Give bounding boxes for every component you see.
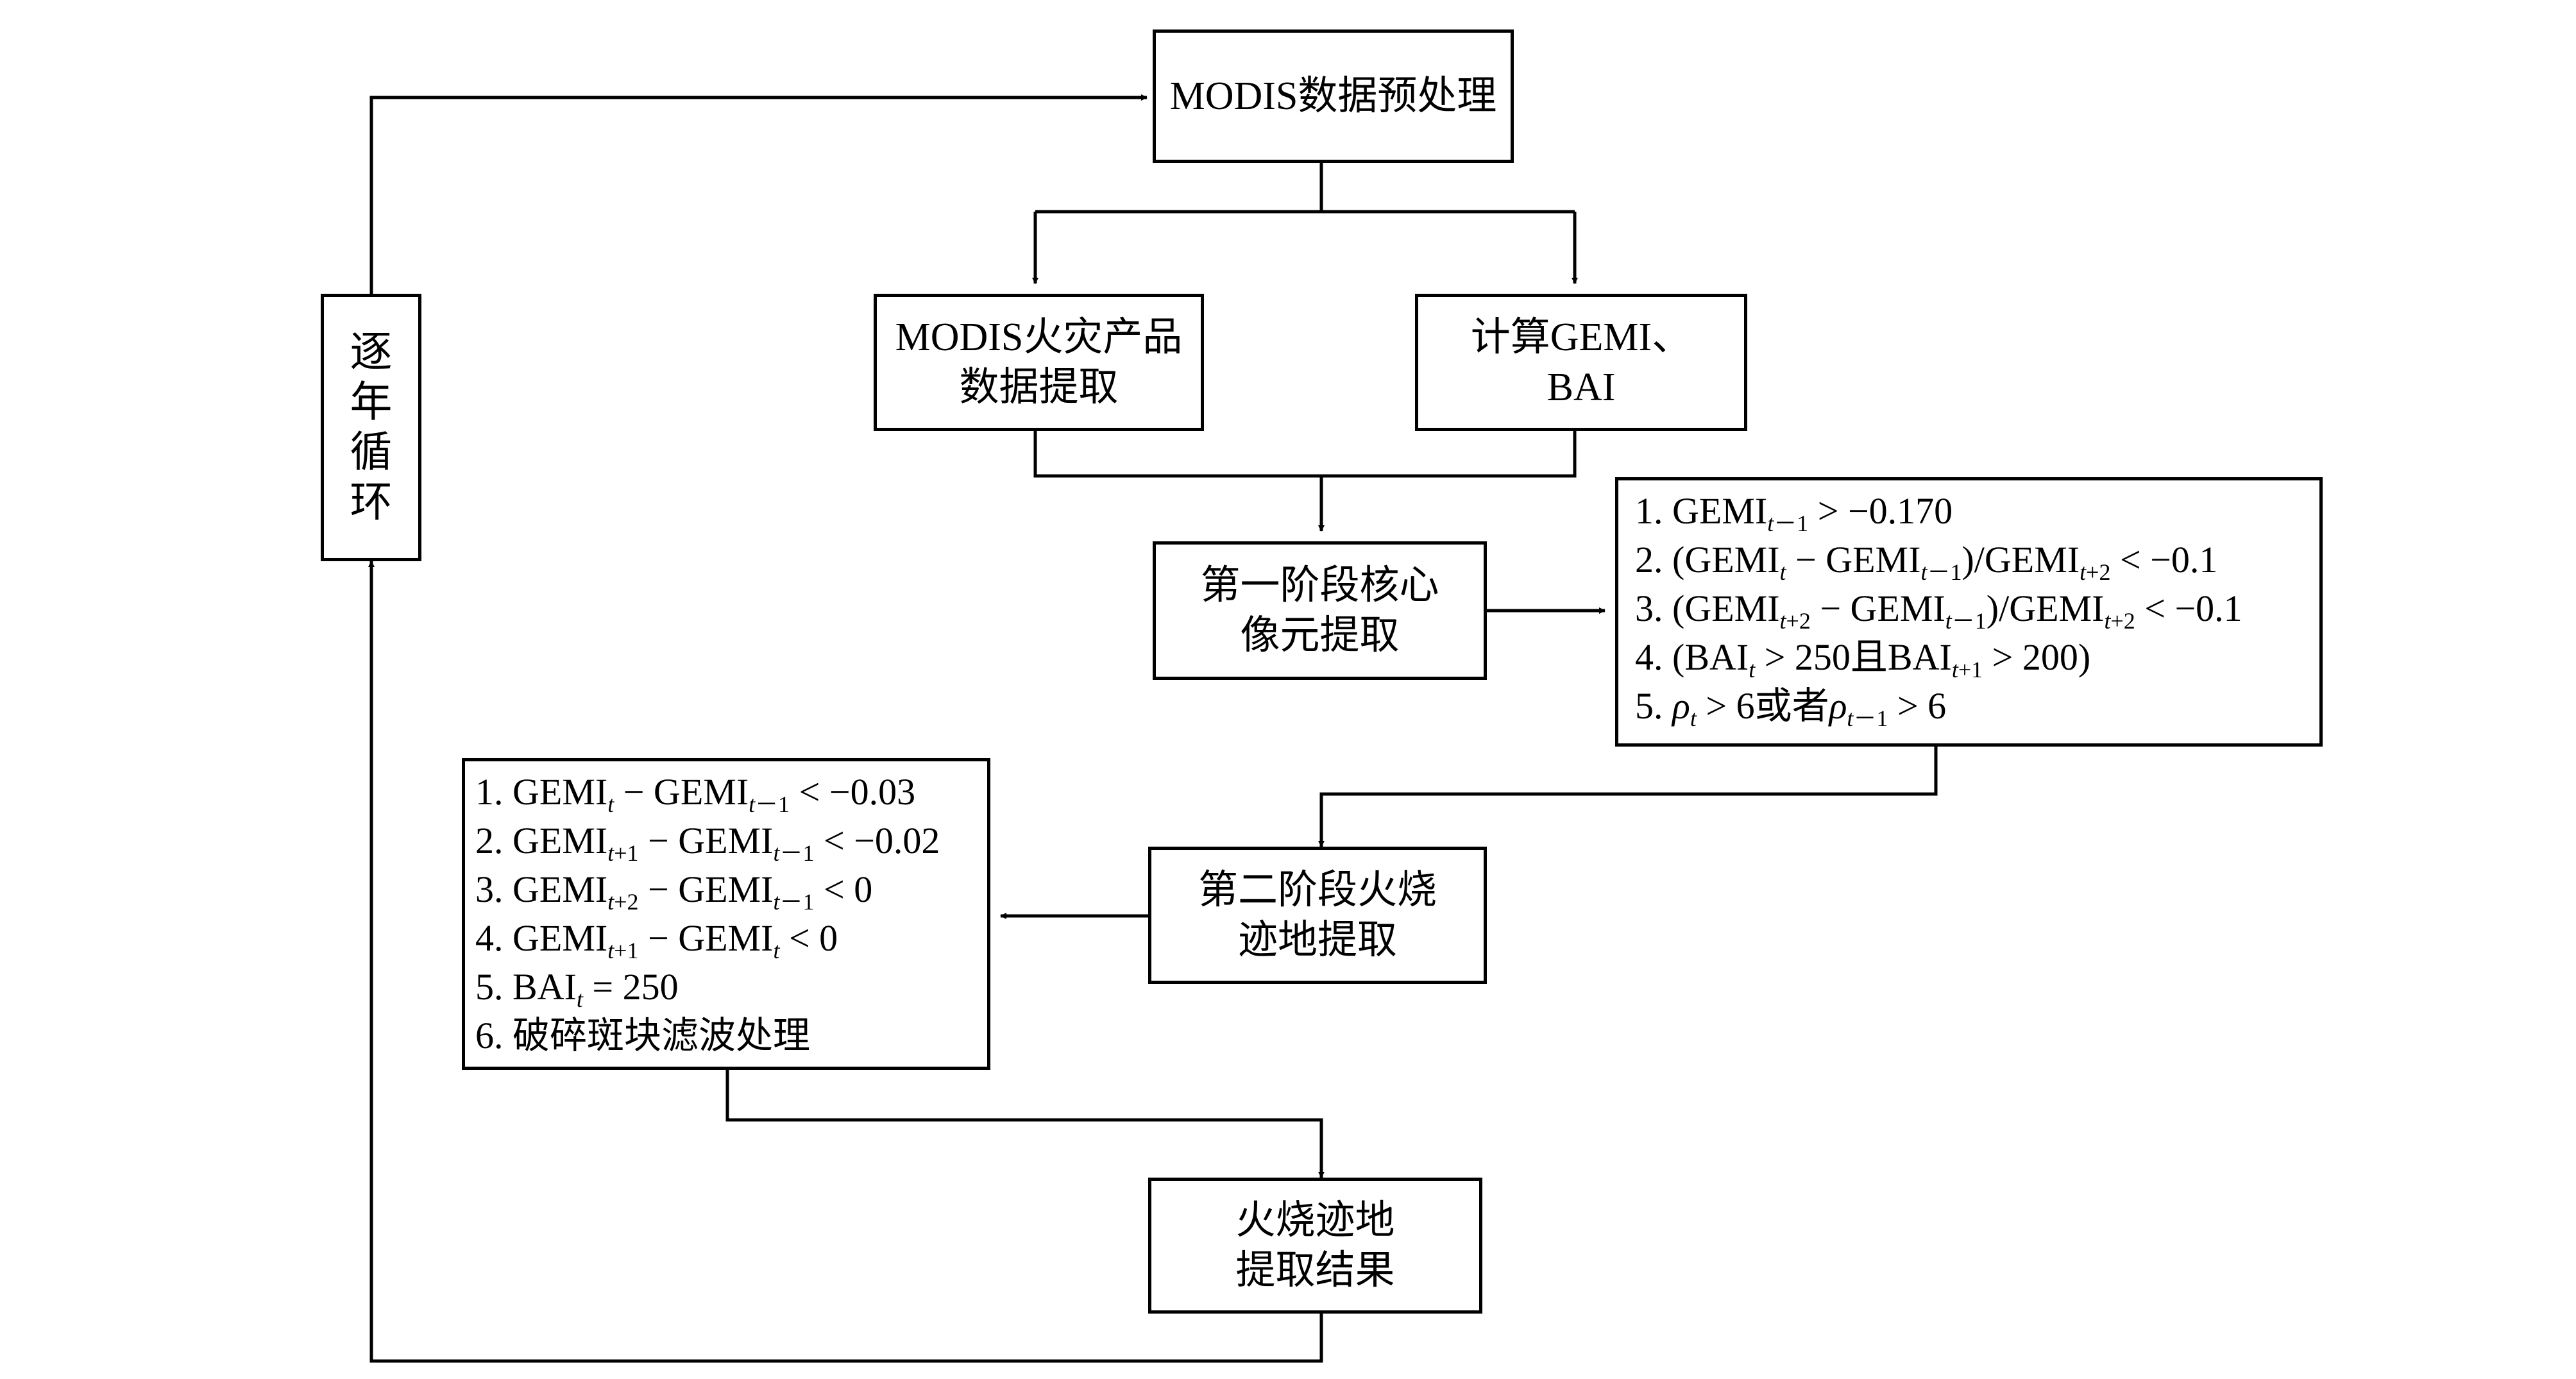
stage1-label-1: 第一阶段核心 <box>1200 564 1439 607</box>
stage2-conditions-box: 1. GEMIt − GEMIt－1 < −0.03 2. GEMIt+1 − … <box>462 758 990 1070</box>
result-box: 火烧迹地 提取结果 <box>1148 1178 1482 1314</box>
stage1-condition-5: 5. ρt > 6或者ρt－1 > 6 <box>1635 685 1947 731</box>
edge-conditions-to-stage2 <box>1318 747 1938 847</box>
stage1-condition-4: 4. (BAIt > 250且BAIt+1 > 200) <box>1635 636 2091 682</box>
stage2-burned-area-box: 第二阶段火烧 迹地提取 <box>1148 847 1487 984</box>
stage2-condition-4: 4. GEMIt+1 − GEMIt < 0 <box>475 917 838 963</box>
loop-char-3: 循 <box>350 428 393 476</box>
stage1-label-2: 像元提取 <box>1240 614 1400 657</box>
calc-gemi-bai-box: 计算GEMI、 BAI <box>1415 294 1747 431</box>
edge-filters-to-result <box>725 1070 1325 1178</box>
edge-loop-to-preprocess <box>369 94 1148 294</box>
loop-char-1: 逐 <box>350 328 393 376</box>
edge-merge-to-stage1 <box>1033 431 1577 478</box>
edge-preprocess-split <box>1035 163 1575 214</box>
stage2-condition-2: 2. GEMIt+1 − GEMIt－1 < −0.02 <box>475 820 940 866</box>
preprocess-label: MODIS数据预处理 <box>1169 74 1497 118</box>
stage1-condition-2: 2. (GEMIt − GEMIt－1)/GEMIt+2 < −0.1 <box>1635 539 2218 585</box>
yearly-loop-box: 逐 年 循 环 <box>321 294 421 561</box>
stage2-condition-5: 5. BAIt = 250 <box>475 966 679 1012</box>
result-label-2: 提取结果 <box>1235 1249 1395 1292</box>
stage1-conditions-box: 1. GEMIt－1 > −0.170 2. (GEMIt − GEMIt－1)… <box>1615 477 2323 747</box>
calc-gemi-bai-label-1: 计算GEMI、 <box>1470 316 1692 359</box>
loop-char-4: 环 <box>350 478 393 526</box>
stage2-condition-1: 1. GEMIt − GEMIt－1 < −0.03 <box>475 771 916 817</box>
result-label-1: 火烧迹地 <box>1235 1199 1395 1242</box>
stage1-core-pixel-box: 第一阶段核心 像元提取 <box>1153 541 1487 680</box>
stage2-condition-6: 6. 破碎斑块滤波处理 <box>475 1015 811 1056</box>
preprocess-box: MODIS数据预处理 <box>1153 30 1514 163</box>
stage2-condition-3: 3. GEMIt+2 − GEMIt－1 < 0 <box>475 868 873 915</box>
stage1-condition-3: 3. (GEMIt+2 − GEMIt－1)/GEMIt+2 < −0.1 <box>1635 588 2242 634</box>
fire-product-extract-box: MODIS火灾产品 数据提取 <box>874 294 1204 431</box>
stage1-condition-1: 1. GEMIt－1 > −0.170 <box>1635 490 1953 536</box>
stage2-label-1: 第二阶段火烧 <box>1198 868 1437 912</box>
edge-result-to-loop <box>368 561 1323 1363</box>
fire-product-extract-label-1: MODIS火灾产品 <box>895 316 1183 359</box>
loop-char-2: 年 <box>350 378 393 426</box>
stage2-label-2: 迹地提取 <box>1237 918 1397 962</box>
calc-gemi-bai-label-2: BAI <box>1546 366 1616 409</box>
fire-product-extract-label-2: 数据提取 <box>959 366 1119 409</box>
